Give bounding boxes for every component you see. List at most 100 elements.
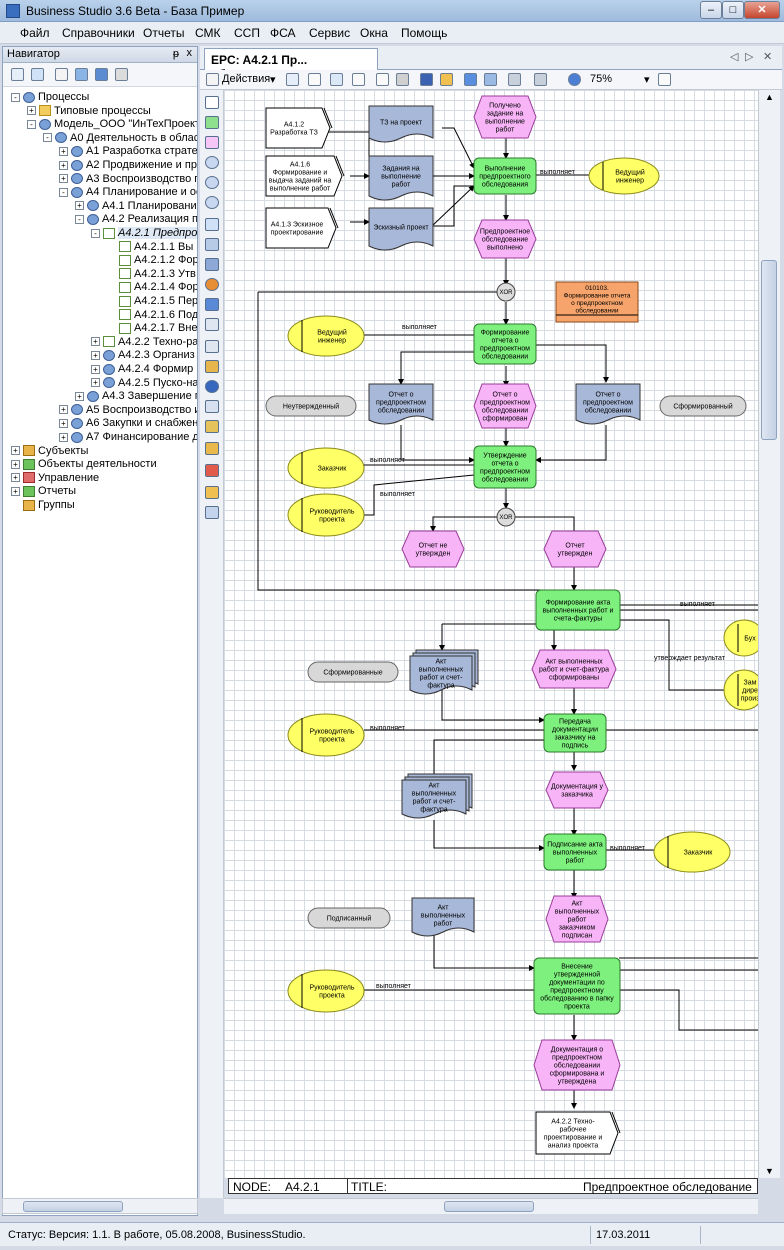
horizontal-scrollbar[interactable] (224, 1198, 758, 1214)
expand-toggle-icon[interactable]: + (11, 486, 20, 496)
product-tool-icon[interactable] (205, 360, 219, 373)
tree-item[interactable]: -A0 Деятельность в област (43, 132, 197, 145)
role-lead-engineer[interactable] (588, 157, 660, 195)
close-button[interactable]: ✕ (744, 1, 780, 19)
layout-tool-icon[interactable] (205, 506, 219, 519)
vertical-scrollbar[interactable]: ▲ ▼ (758, 90, 780, 1178)
ext-process-tasks[interactable] (265, 155, 343, 197)
event-approved[interactable] (543, 530, 607, 568)
function-sign-act[interactable] (543, 833, 607, 871)
actions-dropdown[interactable]: Действия (222, 73, 271, 85)
xor-2[interactable] (496, 507, 516, 527)
up-icon[interactable] (464, 73, 477, 86)
down-icon[interactable] (484, 73, 497, 86)
expand-toggle-icon[interactable]: - (59, 187, 68, 197)
menu-fsa[interactable]: ФСА (270, 26, 296, 40)
report-icon[interactable] (95, 68, 108, 81)
function-form-report[interactable] (473, 323, 537, 365)
expand-toggle-icon[interactable]: + (91, 337, 100, 347)
info-tool-icon[interactable] (205, 380, 219, 393)
expand-toggle-icon[interactable]: - (11, 92, 20, 102)
tab-next-icon[interactable]: ▷ (745, 51, 754, 63)
role-lead-engineer-2[interactable] (287, 315, 365, 357)
tree-item[interactable]: +A4.2.4 Формир (91, 363, 193, 376)
ext-process-next[interactable] (535, 1111, 619, 1155)
tree-item[interactable]: A4.2.1.4 Фор (107, 281, 197, 294)
xor-tool-icon[interactable] (205, 196, 219, 209)
event-report-formed[interactable] (473, 383, 537, 429)
tree-item[interactable]: +A5 Воспроизводство и (59, 404, 197, 417)
tree-item[interactable]: -A4.2 Реализация пр (75, 213, 197, 226)
eraser-icon[interactable] (396, 73, 409, 86)
zoom-chevron-icon[interactable]: ▾ (644, 74, 650, 86)
close-icon[interactable]: x (186, 47, 193, 59)
tab-prev-icon[interactable]: ◁ (730, 51, 739, 63)
tree-item[interactable]: A4.2.1.3 Утв (107, 268, 196, 281)
navigator-scrollbar[interactable] (2, 1198, 198, 1214)
tree-item[interactable]: +A1 Разработка стратег (59, 145, 197, 158)
menu-smk[interactable]: СМК (195, 26, 221, 40)
expand-toggle-icon[interactable]: + (75, 391, 84, 401)
tree-item[interactable]: A4.2.1.7 Вне (107, 322, 197, 335)
edit-icon[interactable] (286, 73, 299, 86)
menu-windows[interactable]: Окна (360, 26, 388, 40)
print-icon[interactable] (115, 68, 128, 81)
minimize-button[interactable]: – (700, 1, 722, 19)
tree-item[interactable]: A4.2.1.5 Пер (107, 295, 197, 308)
horizontal-scroll-thumb[interactable] (444, 1201, 534, 1212)
expand-toggle-icon[interactable]: + (59, 418, 68, 428)
tree-item[interactable]: Группы (11, 499, 75, 512)
edit-icon[interactable] (11, 68, 24, 81)
expand-toggle-icon[interactable]: + (59, 432, 68, 442)
expand-toggle-icon[interactable]: - (27, 119, 36, 129)
function-tool-icon[interactable] (205, 116, 219, 129)
fit-icon[interactable] (658, 73, 671, 86)
refresh-icon[interactable] (31, 68, 44, 81)
event-docs-at-customer[interactable] (545, 771, 609, 809)
tree-item[interactable]: +Типовые процессы (27, 105, 151, 118)
doc-tasks[interactable] (368, 155, 434, 201)
replace-icon[interactable] (330, 73, 343, 86)
menu-reports[interactable]: Отчеты (143, 26, 185, 40)
event-survey-done[interactable] (473, 219, 537, 259)
zoom-level[interactable]: 75% (590, 73, 613, 85)
event-act-signed[interactable] (545, 895, 609, 943)
scroll-up-icon[interactable]: ▲ (765, 92, 774, 102)
tree-item[interactable]: +Субъекты (11, 445, 88, 458)
function-form-act[interactable] (535, 589, 621, 631)
settings-icon[interactable] (440, 73, 453, 86)
event-not-approved[interactable] (401, 530, 465, 568)
function-approve-report[interactable] (473, 445, 537, 489)
properties-icon[interactable] (55, 68, 68, 81)
zoom-icon[interactable] (568, 73, 581, 86)
expand-toggle-icon[interactable]: + (91, 364, 100, 374)
event-final[interactable] (533, 1039, 621, 1091)
info-document-tool-icon[interactable] (205, 340, 219, 353)
system-tool-icon[interactable] (205, 400, 219, 413)
expand-toggle-icon[interactable]: + (59, 160, 68, 170)
tree-item[interactable]: +A4.2.5 Пуско-на (91, 377, 197, 390)
filter-icon[interactable] (75, 68, 88, 81)
doc-act[interactable] (411, 897, 475, 937)
function-transfer-docs[interactable] (543, 713, 607, 753)
or-tool-icon[interactable] (205, 176, 219, 189)
tree-item[interactable]: +Объекты деятельности (11, 458, 157, 471)
process-interface-tool-icon[interactable] (205, 258, 219, 271)
role-deputy-director[interactable] (723, 669, 758, 711)
text-icon[interactable] (376, 73, 389, 86)
doc-report-2[interactable] (575, 383, 641, 425)
tree-item[interactable]: A4.2.1.1 Вы (107, 241, 193, 254)
doc-sketch[interactable] (368, 207, 434, 251)
event-tool-icon[interactable] (205, 136, 219, 149)
tree-item[interactable]: +Управление (11, 472, 99, 485)
tree-item[interactable]: +A7 Финансирование де (59, 431, 197, 444)
pin-icon[interactable]: ᵽ (172, 48, 179, 60)
menu-references[interactable]: Справочники (62, 26, 135, 40)
role-customer[interactable] (287, 447, 365, 489)
document-tool-icon[interactable] (205, 218, 219, 231)
tree-item[interactable]: A4.2.1.6 Под (107, 309, 197, 322)
expand-toggle-icon[interactable]: + (91, 350, 100, 360)
group-tool-icon[interactable] (205, 442, 219, 455)
scroll-down-icon[interactable]: ▼ (765, 1166, 774, 1176)
role-customer-2[interactable] (653, 831, 731, 873)
